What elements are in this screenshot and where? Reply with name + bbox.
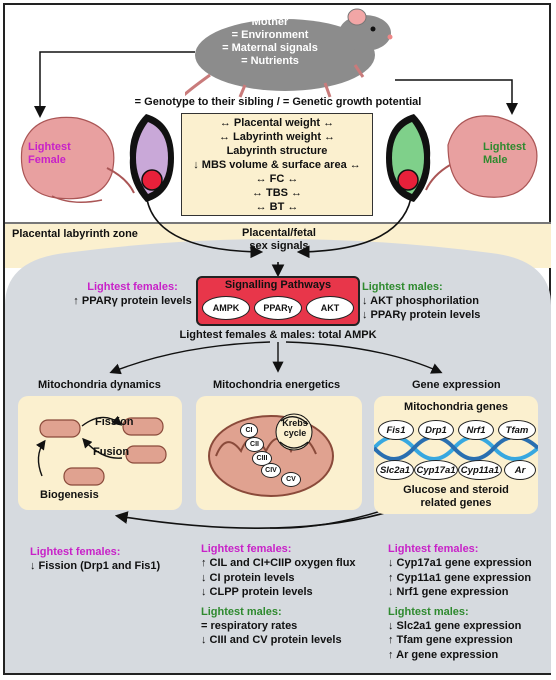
gene-tfam: Tfam xyxy=(498,420,536,440)
top-females-line: ↑ PPARγ protein levels xyxy=(73,295,192,307)
measure-bt: ↔ BT ↔ xyxy=(255,201,299,213)
mother-rat-illustration xyxy=(185,8,393,98)
bottom-mid-females-title: Lightest females: xyxy=(201,543,292,555)
measure-placental-weight: ↔ Placental weight ↔ xyxy=(219,117,335,129)
female-pup-illustration xyxy=(20,116,135,203)
mother-line-2: = Environment xyxy=(231,29,309,41)
krebs-cycle-label: Krebs cycle xyxy=(282,418,308,438)
bottom-right-m-line-2: ↑ Tfam gene expression xyxy=(388,634,513,646)
measure-mbs: ↓ MBS volume & surface area ↔ xyxy=(193,159,361,171)
pathway-ppar: PPARγ xyxy=(254,296,302,320)
bottom-mid-m-line-2: ↓ CIII and CV protein levels xyxy=(201,634,342,646)
bottom-left-line: ↓ Fission (Drp1 and Fis1) xyxy=(30,560,161,572)
top-males-line-2: ↓ PPARγ protein levels xyxy=(362,309,481,321)
mitochondrion-illustration xyxy=(208,413,334,497)
complex-cii: CII xyxy=(245,437,264,452)
bottom-mid-males-title: Lightest males: xyxy=(201,605,282,618)
bottom-right-f-line-3: ↓ Nrf1 gene expression xyxy=(388,586,509,598)
fission-label: Fission xyxy=(95,416,134,428)
heading-gene: Gene expression xyxy=(412,379,501,391)
top-males-title: Lightest males: xyxy=(362,281,443,293)
bottom-right-block: Lightest females: ↓ Cyp17a1 gene express… xyxy=(388,543,532,662)
mother-line-1: Mother xyxy=(251,16,289,28)
dynamics-illustration xyxy=(35,415,167,486)
bottom-mid-f-line-1: ↑ CIL and CI+CIIP oxygen flux xyxy=(201,557,356,569)
gene-panel-footer: Glucose and steroid related genes xyxy=(403,484,509,509)
complex-civ: CIV xyxy=(261,463,281,478)
male-pup-illustration xyxy=(425,115,538,198)
placenta-measurements-box: ↔ Placental weight ↔ ↔ Labyrinth weight … xyxy=(181,113,373,216)
heading-energetics: Mitochondria energetics xyxy=(213,379,341,391)
bottom-mid-block: Lightest females: ↑ CIL and CI+CIIP oxyg… xyxy=(201,543,356,648)
top-females-title: Lightest females: xyxy=(87,281,178,293)
top-males-block: Lightest males: ↓ AKT phosphorilation ↓ … xyxy=(362,281,507,322)
mother-line-3: = Maternal signals xyxy=(222,42,318,54)
female-pup-label: Lightest Female xyxy=(28,141,71,166)
fusion-label: Fusion xyxy=(93,446,130,458)
gene-nrf1: Nrf1 xyxy=(458,420,494,440)
pathway-akt: AKT xyxy=(306,296,354,320)
genotype-line: = Genotype to their sibling / = Genetic … xyxy=(134,96,422,108)
zone-label: Placental labyrinth zone xyxy=(12,228,138,240)
top-males-line-1: ↓ AKT phosphorilation xyxy=(362,295,479,307)
sex-signals-label: Placental/fetal sex signals xyxy=(242,227,316,252)
bottom-right-m-line-1: ↓ Slc2a1 gene expression xyxy=(388,619,522,632)
biogenesis-label: Biogenesis xyxy=(40,489,99,501)
complex-ci: CI xyxy=(240,423,258,438)
top-females-block: Lightest females: ↑ PPARγ protein levels xyxy=(70,281,195,308)
female-placenta-icon xyxy=(129,114,174,202)
bottom-mid-f-line-2: ↓ CI protein levels xyxy=(201,571,295,584)
gene-ar: Ar xyxy=(504,460,536,480)
measure-labyrinth-weight: ↔ Labyrinth weight ↔ xyxy=(218,131,336,143)
gene-panel-title: Mitochondria genes xyxy=(404,401,508,413)
bottom-right-m-line-3: ↑ Ar gene expression xyxy=(388,648,499,661)
measure-fc: ↔ FC ↔ xyxy=(255,173,299,185)
bottom-mid-m-line-1: = respiratory rates xyxy=(201,619,298,632)
mother-label-block: Mother = Environment = Maternal signals … xyxy=(215,16,325,68)
measure-tbs: ↔ TBS ↔ xyxy=(251,187,303,199)
bottom-right-males-title: Lightest males: xyxy=(388,605,469,618)
bottom-right-f-line-2: ↑ Cyp11a1 gene expression xyxy=(388,571,532,584)
gene-cyp17a1: Cyp17a1 xyxy=(414,460,458,480)
bottom-mid-f-line-3: ↓ CLPP protein levels xyxy=(201,586,313,598)
mother-line-4: = Nutrients xyxy=(241,55,299,67)
gene-drp1: Drp1 xyxy=(418,420,454,440)
complex-cv: CV xyxy=(281,472,301,487)
bottom-left-block: Lightest females: ↓ Fission (Drp1 and Fi… xyxy=(30,546,160,574)
gene-slc2a1: Slc2a1 xyxy=(376,460,414,480)
bottom-right-females-title: Lightest females: xyxy=(388,543,479,555)
signalling-title: Signalling Pathways xyxy=(224,279,332,291)
total-ampk-line: Lightest females & males: total AMPK xyxy=(179,329,377,341)
bottom-left-title: Lightest females: xyxy=(30,546,121,558)
gene-panel xyxy=(374,396,538,514)
male-pup-label: Lightest Male xyxy=(483,141,526,166)
zone-divider xyxy=(5,222,551,224)
gene-fis1: Fis1 xyxy=(378,420,414,440)
complex-ciii: CIII xyxy=(252,451,272,466)
heading-dynamics: Mitochondria dynamics xyxy=(38,379,161,391)
pathway-ampk: AMPK xyxy=(202,296,250,320)
male-placenta-icon xyxy=(386,114,431,202)
bottom-right-f-line-1: ↓ Cyp17a1 gene expression xyxy=(388,557,532,569)
measure-labyrinth-structure: Labyrinth structure xyxy=(226,145,328,157)
gene-cyp11a1: Cyp11a1 xyxy=(458,460,502,480)
